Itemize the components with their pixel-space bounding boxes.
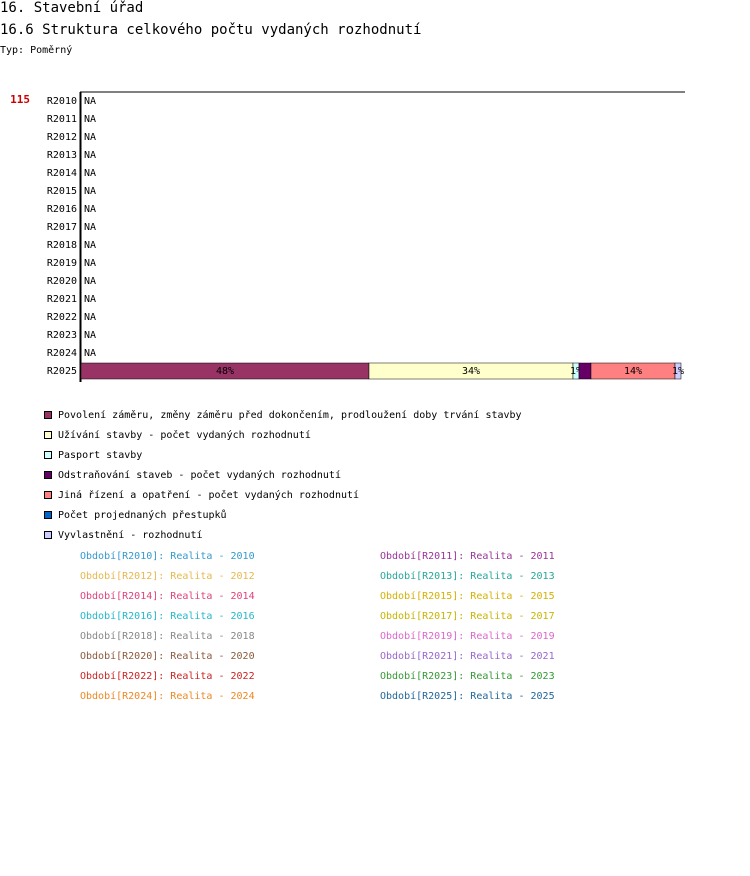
- legend-item: Vyvlastnění - rozhodnutí: [44, 525, 522, 545]
- na-label: NA: [84, 330, 96, 341]
- y-tick-label: R2025: [47, 366, 77, 377]
- period-label: Období[R2023]: Realita - 2023: [380, 671, 555, 682]
- period-label: Období[R2024]: Realita - 2024: [80, 691, 255, 702]
- period-label: Období[R2022]: Realita - 2022: [80, 671, 255, 682]
- na-label: NA: [84, 168, 96, 179]
- legend-label: Odstraňování staveb - počet vydaných roz…: [58, 469, 341, 481]
- period-label: Období[R2017]: Realita - 2017: [380, 611, 555, 622]
- legend-swatch: [44, 431, 52, 439]
- y-tick-label: R2021: [47, 294, 77, 305]
- na-label: NA: [84, 240, 96, 251]
- page-title: 16. Stavební úřad: [0, 0, 144, 16]
- na-label: NA: [84, 114, 96, 125]
- na-label: NA: [84, 204, 96, 215]
- y-tick-label: R2020: [47, 276, 77, 287]
- y-tick-label: R2012: [47, 132, 77, 143]
- na-label: NA: [84, 96, 96, 107]
- bar-segment: [674, 362, 682, 380]
- period-label: Období[R2018]: Realita - 2018: [80, 631, 255, 642]
- legend-swatch: [44, 511, 52, 519]
- y-tick-label: R2023: [47, 330, 77, 341]
- period-label: Období[R2016]: Realita - 2016: [80, 611, 255, 622]
- y-tick-label: R2018: [47, 240, 77, 251]
- period-label: Období[R2014]: Realita - 2014: [80, 591, 255, 602]
- legend-label: Vyvlastnění - rozhodnutí: [58, 529, 203, 541]
- na-label: NA: [84, 312, 96, 323]
- na-label: NA: [84, 186, 96, 197]
- y-tick-label: R2010: [47, 96, 77, 107]
- bar-data-label: 1%: [672, 366, 684, 377]
- na-label: NA: [84, 222, 96, 233]
- y-tick-label: R2015: [47, 186, 77, 197]
- legend-item: Užívání stavby - počet vydaných rozhodnu…: [44, 425, 522, 445]
- legend-swatch: [44, 491, 52, 499]
- legend-label: Jiná řízení a opatření - počet vydaných …: [58, 489, 360, 501]
- na-label: NA: [84, 276, 96, 287]
- bar-data-label: 48%: [216, 366, 234, 377]
- y-tick-label: R2019: [47, 258, 77, 269]
- legend-swatch: [44, 471, 52, 479]
- bar-data-label: 34%: [462, 366, 480, 377]
- chart-type-label: Typ: Poměrný: [0, 45, 73, 56]
- legend-item: Počet projednaných přestupků: [44, 505, 522, 525]
- legend-swatch: [44, 531, 52, 539]
- period-label: Období[R2015]: Realita - 2015: [380, 591, 555, 602]
- na-label: NA: [84, 294, 96, 305]
- period-label: Období[R2020]: Realita - 2020: [80, 651, 255, 662]
- legend-label: Počet projednaných přestupků: [58, 509, 227, 521]
- legend-item: Jiná řízení a opatření - počet vydaných …: [44, 485, 522, 505]
- y-tick-label: R2022: [47, 312, 77, 323]
- na-label: NA: [84, 132, 96, 143]
- y-tick-label: R2016: [47, 204, 77, 215]
- bar-segment: [578, 362, 592, 380]
- legend-label: Užívání stavby - počet vydaných rozhodnu…: [58, 429, 311, 441]
- y-tick-label: R2017: [47, 222, 77, 233]
- legend-label: Povolení záměru, změny záměru před dokon…: [58, 409, 522, 421]
- period-label: Období[R2013]: Realita - 2013: [380, 571, 555, 582]
- legend-label: Pasport stavby: [58, 449, 143, 461]
- legend: Povolení záměru, změny záměru před dokon…: [44, 405, 522, 545]
- period-label: Období[R2011]: Realita - 2011: [380, 551, 555, 562]
- period-label: Období[R2012]: Realita - 2012: [80, 571, 255, 582]
- na-label: NA: [84, 348, 96, 359]
- period-label: Období[R2025]: Realita - 2025: [380, 691, 555, 702]
- bar-data-label: 1%: [570, 366, 582, 377]
- y-tick-label: R2014: [47, 168, 77, 179]
- legend-swatch: [44, 451, 52, 459]
- y-tick-label: R2011: [47, 114, 77, 125]
- na-label: NA: [84, 150, 96, 161]
- legend-swatch: [44, 411, 52, 419]
- bar-data-label: 14%: [624, 366, 642, 377]
- period-label: Období[R2010]: Realita - 2010: [80, 551, 255, 562]
- na-label: NA: [84, 258, 96, 269]
- period-label: Období[R2021]: Realita - 2021: [380, 651, 555, 662]
- legend-item: Povolení záměru, změny záměru před dokon…: [44, 405, 522, 425]
- legend-item: Pasport stavby: [44, 445, 522, 465]
- chart-title: 16.6 Struktura celkového počtu vydaných …: [0, 22, 422, 38]
- total-label: 115: [10, 93, 30, 106]
- y-tick-label: R2013: [47, 150, 77, 161]
- legend-item: Odstraňování staveb - počet vydaných roz…: [44, 465, 522, 485]
- period-label: Období[R2019]: Realita - 2019: [380, 631, 555, 642]
- y-tick-label: R2024: [47, 348, 77, 359]
